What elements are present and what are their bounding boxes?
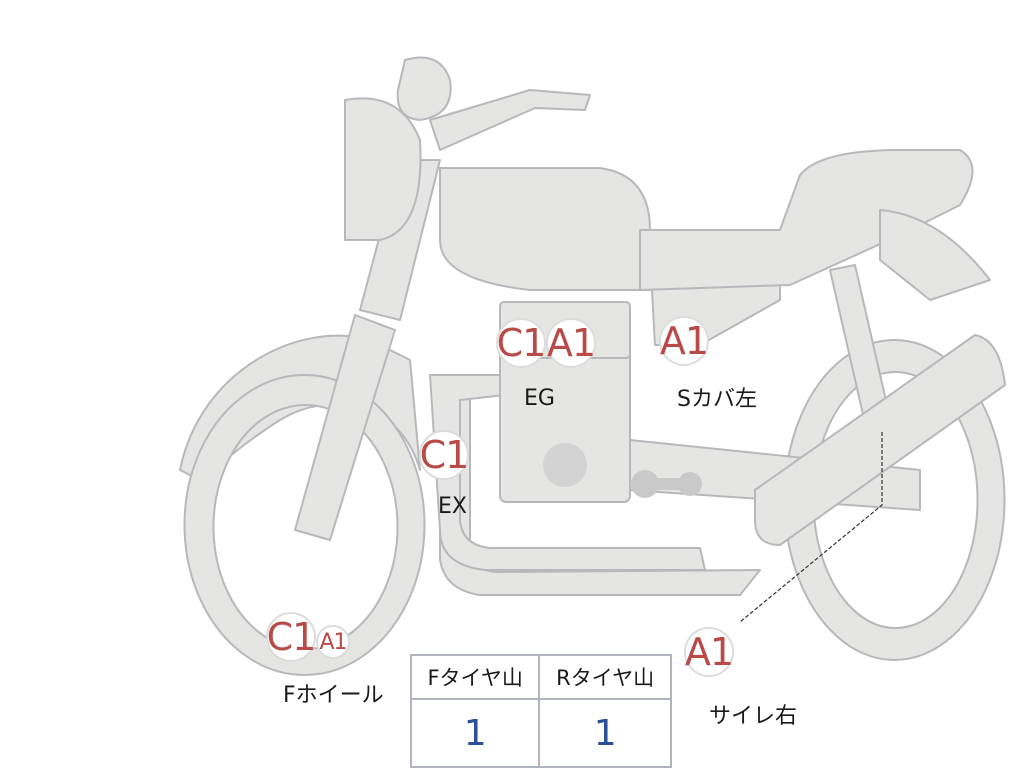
footpeg-end: [631, 470, 659, 498]
fuel-tank: [440, 168, 650, 290]
damage-badge-ex-c1: C1: [419, 430, 469, 480]
mirror: [398, 58, 451, 121]
tire-table-value-row: 1 1: [411, 699, 671, 767]
tire-table-value-front: 1: [411, 699, 539, 767]
label-fwheel: Fホイール: [283, 677, 384, 709]
tire-table-value-rear: 1: [539, 699, 671, 767]
footpeg-end: [678, 472, 702, 496]
damage-badge-eg-c1: C1: [496, 318, 546, 368]
tire-tread-table: Fタイヤ山 Rタイヤ山 1 1: [410, 654, 672, 768]
tire-table-header-rear: Rタイヤ山: [539, 655, 671, 699]
rear-fender: [880, 210, 990, 300]
damage-badge-fwheel-a1: A1: [316, 625, 350, 659]
label-silencer-right: サイレ右: [709, 698, 797, 730]
damage-badge-fwheel-c1: C1: [266, 612, 316, 662]
tire-table-header-row: Fタイヤ山 Rタイヤ山: [411, 655, 671, 699]
label-eg: EG: [524, 386, 555, 411]
damage-badge-silencer-a1: A1: [684, 627, 734, 677]
handlebar: [430, 90, 590, 150]
label-scover-left: Sカバ左: [677, 381, 757, 413]
tire-table-header-front: Fタイヤ山: [411, 655, 539, 699]
headlight: [345, 98, 421, 240]
label-ex: EX: [438, 494, 467, 519]
engine-cover: [543, 443, 587, 487]
damage-badge-scover-a1: A1: [659, 316, 709, 366]
damage-badge-eg-a1: A1: [546, 318, 596, 368]
